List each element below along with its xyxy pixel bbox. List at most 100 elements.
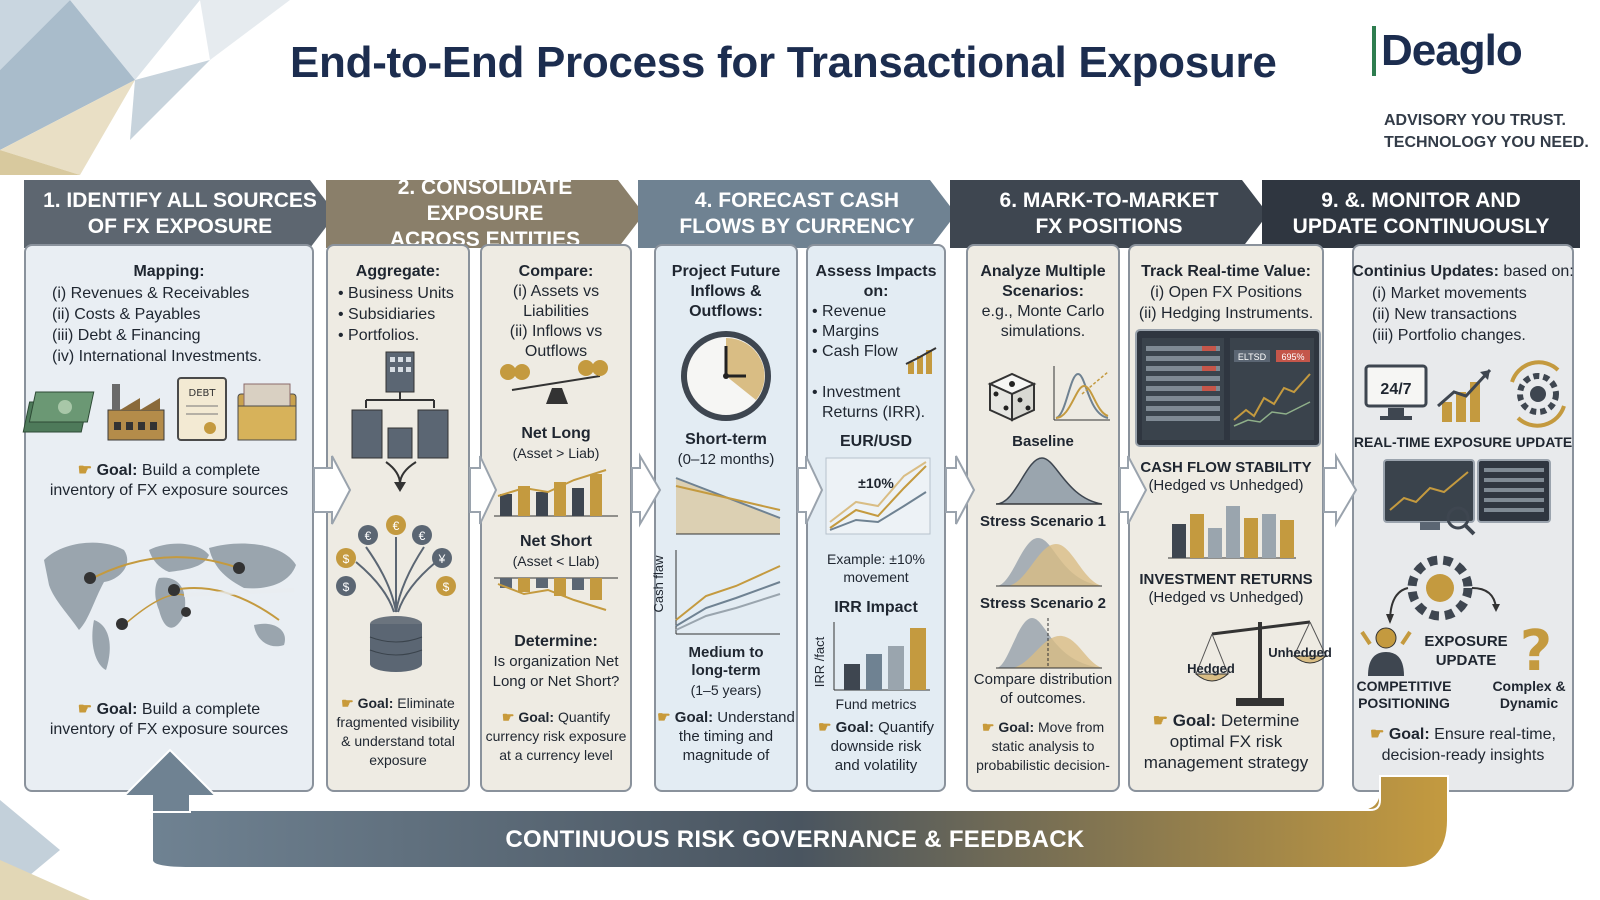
s1-goal-b-label: Goal: xyxy=(96,701,138,718)
s4a-medium-sub: (1–5 years) xyxy=(690,682,762,698)
trading-screen: ELTSD 695% xyxy=(1135,329,1321,447)
s9-title-rest: based on: xyxy=(1498,263,1574,280)
s9-goal-line-2: decision-ready insights xyxy=(1381,747,1545,764)
s6a-sub-line-1: e.g., Monte Carlo xyxy=(981,303,1105,320)
s4b-band: ±10% xyxy=(858,475,894,491)
s1-goal-b: ☛ Goal: Build a complete inventory of FX… xyxy=(24,700,314,740)
step-2-title-line-1: 2. CONSOLIDATE EXPOSURE xyxy=(397,176,573,225)
s2b-item-3: (ii) Inflows vs xyxy=(509,323,603,340)
s9-badge: 24/7 xyxy=(1380,381,1411,398)
svg-text:€: € xyxy=(419,529,426,543)
s2b-determine: Determine: xyxy=(514,633,598,650)
tagline-line-1: ADVISORY YOU TRUST. xyxy=(1384,112,1566,129)
s2a-goal: ☛ Goal: Eliminate fragmented visibility … xyxy=(326,694,470,770)
s4b-goal-label: Goal: xyxy=(835,719,874,736)
database-icon xyxy=(369,616,423,672)
s6a-title-line-2: Scenarios: xyxy=(1002,283,1084,300)
step-1-header: 1. IDENTIFY ALL SOURCES OF FX EXPOSURE xyxy=(24,180,336,248)
s6a-sub-line-2: simulations. xyxy=(1000,323,1086,340)
s4b-fund: Fund metrics xyxy=(835,696,917,712)
s6a-sub: e.g., Monte Carlo simulations. xyxy=(966,302,1120,342)
s4a-goal-line-1: Understand xyxy=(713,709,795,726)
s9-complex: Complex & Dynamic xyxy=(1484,678,1574,712)
s9-exposure: EXPOSURE UPDATE xyxy=(1418,632,1514,670)
s6b-cfs-sub: (Hedged vs Unhedged) xyxy=(1148,477,1304,494)
s1-item-4: (iv) International Investments. xyxy=(52,348,262,365)
s6b-cfs: CASH FLOW STABILITY xyxy=(1140,459,1312,476)
s9-complex-line-2: Dynamic xyxy=(1499,695,1559,711)
s6b-goal-label: Goal: xyxy=(1172,711,1217,730)
eur-usd-chart: ±10% xyxy=(825,457,931,535)
s2b-net-long-sub: (Asset > Liab) xyxy=(512,445,600,461)
hedged-scale-icon xyxy=(1194,620,1328,706)
s9-item-1: (i) Market movements xyxy=(1372,285,1527,302)
s1-item-1: (i) Revenues & Receivables xyxy=(52,285,250,302)
distribution-icon xyxy=(1053,366,1110,421)
s4b-example-line-1: Example: ±10% xyxy=(827,551,925,567)
s1-item-3: (iii) Debt & Financing xyxy=(52,327,201,344)
s1-goal-a-line-2: inventory of FX exposure sources xyxy=(49,482,289,499)
step-1-title-line-1: 1. IDENTIFY ALL SOURCES xyxy=(43,189,317,212)
s4a-goal: ☛ Goal: Understand the timing and magnit… xyxy=(654,708,798,765)
step-4-title-line-2: FLOWS BY CURRENCY xyxy=(679,215,915,238)
logo-mark xyxy=(1372,26,1376,76)
s2a-goal-line-3: & understand total xyxy=(341,733,455,749)
step-1-panel xyxy=(24,244,314,792)
s6b-goal-line-1: Determine xyxy=(1216,711,1300,730)
s2b-goal: ☛ Goal: Quantify currency risk exposure … xyxy=(480,708,632,765)
s4a-goal-label: Goal: xyxy=(674,709,714,726)
svg-text:€: € xyxy=(393,519,400,533)
svg-text:¥: ¥ xyxy=(438,552,446,566)
logo: Deaglo xyxy=(1372,26,1523,76)
s2a-goal-line-4: exposure xyxy=(369,752,427,768)
s6b-item-1: (i) Open FX Positions xyxy=(1149,284,1303,301)
step-9-title-line-1: 9. &. MONITOR AND xyxy=(1321,189,1521,212)
s4a-title: Project Future Inflows & Outflows: xyxy=(654,262,798,322)
s2a-item-1: • Business Units xyxy=(338,285,454,302)
s9-goal-line-1: Ensure real-time, xyxy=(1429,726,1556,743)
question-mark-icon: ? xyxy=(1520,619,1552,684)
pointing-hand-icon: ☛ xyxy=(657,709,675,726)
baseline-distribution xyxy=(995,457,1103,505)
s4b-list: • Revenue • Margins • Cash Flow xyxy=(812,302,942,362)
s4b-item-2: • Margins xyxy=(812,323,879,340)
s1-goal-a: ☛ Goal: Build a complete inventory of FX… xyxy=(24,461,314,501)
s4b-item-1: • Revenue xyxy=(812,303,887,320)
long-term-chart xyxy=(675,550,781,635)
s9-rt: REAL-TIME EXPOSURE UPDATE xyxy=(1353,434,1573,450)
step-1-title-line-2: OF FX EXPOSURE xyxy=(87,215,273,238)
step-6-title-line-1: 6. MARK-TO-MARKET xyxy=(999,189,1219,212)
s4a-short-term-sub: (0–12 months) xyxy=(677,451,775,468)
stress-2-distribution xyxy=(996,618,1102,669)
page-title: End-to-End Process for Transactional Exp… xyxy=(290,38,1277,87)
refresh-gear-icon xyxy=(1510,360,1566,428)
s9-item-2: (ii) New transactions xyxy=(1372,306,1517,323)
s6b-screen-pct: 695% xyxy=(1281,352,1304,362)
s2b-list: (i) Assets vs Liabilities (ii) Inflows v… xyxy=(480,282,632,362)
s6b-goal-line-2: optimal FX risk xyxy=(1169,732,1283,751)
currency-coins-icon: € € € $ ¥ $ $ xyxy=(336,515,456,596)
s9-list: (i) Market movements (ii) New transactio… xyxy=(1372,283,1572,346)
s6a-goal-line-3: probabilistic decision- xyxy=(976,757,1110,773)
cash-flow-chart-icon xyxy=(905,347,937,374)
s2a-title: Aggregate: xyxy=(355,263,441,280)
monitor-24-7-icon: 24/7 xyxy=(1364,364,1428,420)
net-long-chart xyxy=(494,469,618,517)
s2b-item-4: Outflows xyxy=(524,343,588,360)
s4a-medium-line-2: long-term xyxy=(691,662,761,679)
s2b-title: Compare: xyxy=(518,263,594,280)
s4b-irr: IRR Impact xyxy=(834,599,918,616)
svg-text:$: $ xyxy=(443,580,450,594)
exposure-gear-icon xyxy=(1386,555,1500,624)
s9-exposure-line-1: EXPOSURE xyxy=(1424,633,1508,650)
connector-4 xyxy=(797,455,824,525)
background-pattern xyxy=(0,0,290,900)
s6a-goal-line-2: static analysis to xyxy=(991,738,1095,754)
s1-goal-a-line-1: Build a complete xyxy=(137,462,261,479)
pointing-hand-icon: ☛ xyxy=(1152,711,1173,730)
cash-icon xyxy=(22,391,95,433)
